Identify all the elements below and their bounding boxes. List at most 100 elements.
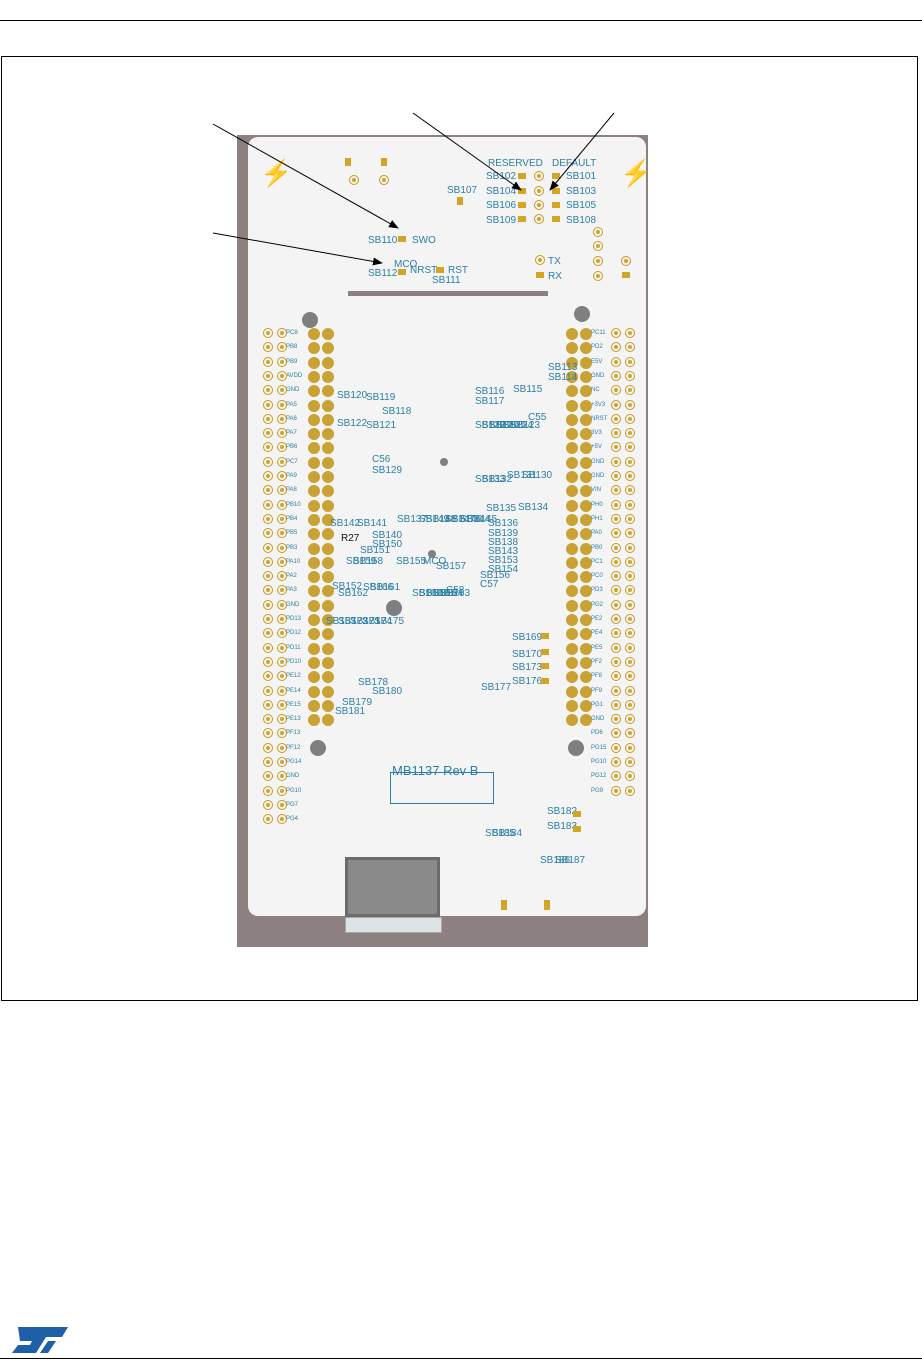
header-pin	[566, 428, 578, 441]
sb-label: SB119	[366, 392, 396, 403]
header-pin	[264, 472, 272, 480]
header-pin	[580, 413, 592, 426]
sb-label: SB129	[372, 465, 403, 476]
header-pin	[612, 529, 620, 538]
header-pin	[566, 513, 578, 526]
header-pin	[566, 571, 578, 584]
header-pin-label: PA2	[286, 573, 297, 580]
header-pin	[612, 657, 620, 666]
header-pin	[626, 700, 634, 709]
via-hole	[440, 458, 448, 466]
sb-label: SB146	[452, 514, 483, 525]
header-pin	[322, 356, 334, 369]
header-pin	[566, 471, 578, 483]
header-pin	[566, 714, 578, 727]
pad	[541, 633, 549, 639]
pin	[535, 215, 543, 223]
header-pin-label: PC1	[591, 558, 603, 565]
header-pin	[322, 385, 334, 398]
header-pin	[626, 443, 634, 452]
header-pin	[566, 685, 578, 698]
header-pin-label: PG10	[286, 787, 302, 794]
header-pin	[580, 614, 592, 626]
header-pin	[612, 586, 620, 595]
header-pin	[308, 499, 320, 512]
header-pin-label: PH0	[591, 501, 603, 508]
pad	[381, 158, 387, 166]
mounting-hole	[568, 740, 584, 756]
header-pin-label: PG12	[591, 773, 607, 780]
sb-label: SB107	[447, 185, 478, 196]
sb-label: SB174	[362, 616, 393, 627]
header-pin	[264, 343, 272, 352]
callout-arrow	[412, 112, 522, 191]
header-pin-label: PB4	[286, 515, 298, 522]
pin	[535, 187, 543, 195]
header-pin-label: PB9	[286, 358, 298, 365]
sb-label: SB169	[512, 632, 543, 643]
pin	[594, 272, 602, 280]
header-pin-label: PD2	[591, 344, 603, 351]
header-pin	[626, 729, 634, 738]
header-pin	[322, 599, 334, 612]
header-pin	[626, 457, 634, 466]
header-pin	[308, 685, 320, 698]
label-box	[390, 772, 494, 804]
sb-label: SB152	[332, 581, 363, 592]
header-pin	[580, 671, 592, 684]
board-slot	[357, 291, 407, 296]
sb-label: SB137	[397, 514, 428, 525]
sb-label: SB176	[512, 676, 543, 687]
header-pin	[566, 642, 578, 655]
header-pin	[264, 800, 272, 809]
pcb-top-section	[248, 137, 646, 291]
header-pin	[580, 699, 592, 712]
header-pin	[612, 557, 620, 566]
header-pin	[308, 328, 320, 340]
sb-label: SB157	[436, 561, 467, 572]
header-pin	[308, 671, 320, 684]
header-pin	[612, 343, 620, 352]
header-pin	[264, 500, 272, 509]
header-pin	[278, 743, 286, 752]
pin	[594, 242, 602, 250]
header-pin	[626, 629, 634, 638]
header-pin-label: GND	[591, 473, 605, 479]
header-pin-label: PD13	[286, 616, 302, 622]
sb-label: SB168	[419, 588, 450, 599]
header-pin-label: PF9	[591, 687, 603, 694]
header-pin	[278, 329, 286, 337]
header-pin	[278, 400, 286, 409]
header-pin-label: PG1	[591, 701, 604, 708]
header-pin	[264, 514, 272, 523]
sb-label: SB187	[555, 855, 586, 866]
header-pin-label: PA7	[286, 430, 297, 437]
sb-label: SB120	[337, 390, 368, 401]
sb-label: SB164	[433, 588, 464, 599]
sb-label: SB179	[342, 697, 373, 708]
header-pin	[580, 342, 592, 355]
header-pin	[278, 357, 286, 366]
pad	[552, 216, 560, 222]
sb-label: SB186	[540, 855, 571, 866]
header-pin-label: PB10	[286, 501, 301, 508]
header-pin	[278, 572, 286, 581]
header-pin	[308, 528, 320, 541]
sb-label: SB167	[326, 616, 357, 627]
mounting-hole	[574, 306, 590, 322]
header-pin	[626, 615, 634, 623]
sb-label: SB106	[486, 200, 517, 211]
header-pin	[278, 729, 286, 738]
header-pin	[278, 758, 286, 766]
pad	[345, 158, 351, 166]
header-pin	[322, 499, 334, 512]
header-pin	[278, 457, 286, 466]
header-pin	[264, 529, 272, 538]
sb-label: SB172	[338, 616, 369, 627]
header-pin	[566, 499, 578, 512]
sb-label: SB133	[475, 474, 506, 485]
header-pin-label: PD6	[591, 730, 603, 737]
header-pin	[264, 615, 272, 623]
header-pin	[278, 772, 286, 781]
